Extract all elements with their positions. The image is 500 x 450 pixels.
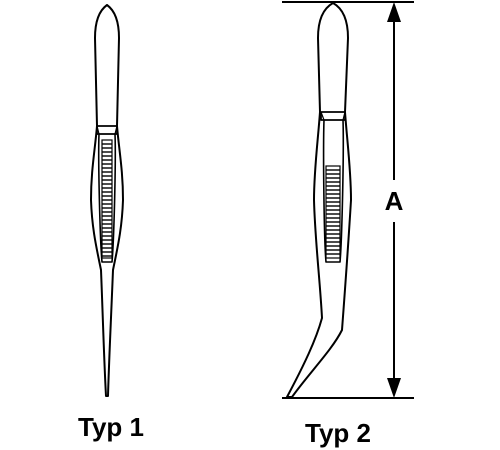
tweezers-straight-inner-body: [97, 133, 117, 263]
tweezers-straight: [90, 4, 124, 397]
tweezers-angled: [286, 2, 352, 398]
tweezers-straight-outline: [90, 4, 124, 397]
figure-label-typ1: Typ 1: [78, 412, 144, 442]
tweezers-angled-grip-box: [320, 111, 346, 121]
tweezers-straight-grip-lines: [101, 139, 113, 259]
tweezers-angled-grip-frame: [325, 165, 341, 259]
dimension-arrow-down-icon: [387, 378, 401, 398]
tweezers-straight-grip-box: [96, 125, 118, 135]
tweezers-angled-inner-body: [322, 119, 345, 263]
dimension-label: A: [385, 186, 404, 216]
figure-label-typ2: Typ 2: [305, 418, 371, 448]
tweezers-angled-outline: [286, 2, 352, 398]
dimension-arrow-up-icon: [387, 2, 401, 22]
tweezers-angled-grip-lines: [325, 165, 341, 259]
tweezers-straight-grip-frame: [101, 139, 113, 259]
dimension-line: [282, 1, 414, 399]
